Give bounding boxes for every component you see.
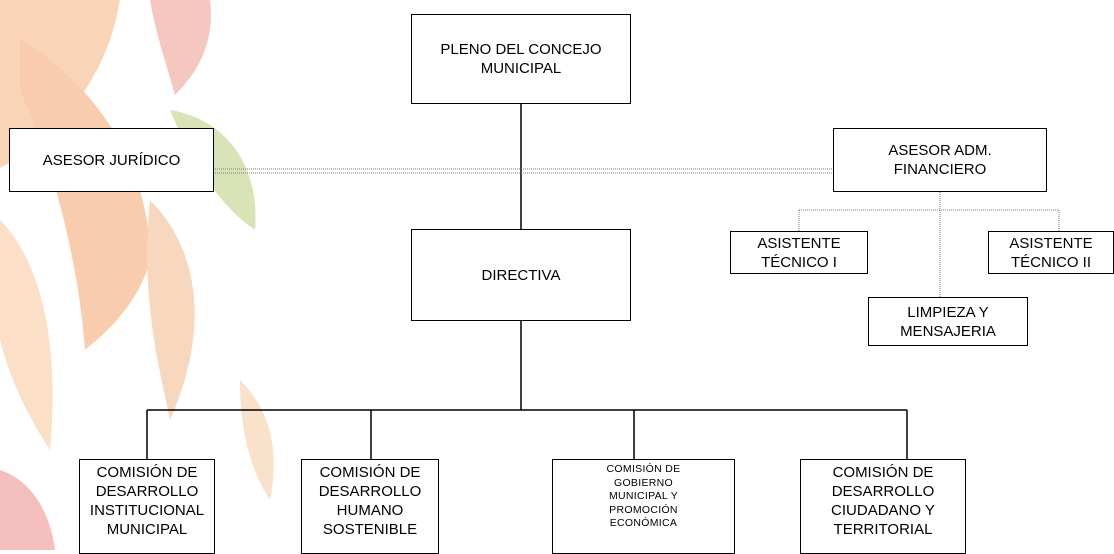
- asistente-tecnico-2-label: ASISTENTE TÉCNICO II: [1009, 234, 1093, 271]
- directiva-label: DIRECTIVA: [481, 266, 561, 284]
- comision-box-4: COMISIÓN DE DESARROLLO CIUDADANO Y TERRI…: [800, 459, 966, 554]
- asesor-financiero-box: ASESOR ADM. FINANCIERO: [833, 128, 1047, 192]
- comision-label-3: COMISIÓN DE GOBIERNO MUNICIPAL Y PROMOCI…: [606, 463, 681, 529]
- comision-label-1: COMISIÓN DE DESARROLLO INSTITUCIONAL MUN…: [89, 464, 205, 538]
- asistente-tecnico-1-label: ASISTENTE TÉCNICO I: [757, 234, 841, 271]
- asesor-juridico-label: ASESOR JURÍDICO: [42, 151, 181, 169]
- directiva-box: DIRECTIVA: [411, 229, 631, 321]
- limpieza-mensajeria-label: LIMPIEZA Y MENSAJERIA: [900, 303, 996, 340]
- pleno-label: PLENO DEL CONCEJO MUNICIPAL: [440, 41, 602, 77]
- comision-label-4: COMISIÓN DE DESARROLLO CIUDADANO Y TERRI…: [831, 464, 935, 538]
- pleno-box: PLENO DEL CONCEJO MUNICIPAL: [411, 14, 631, 104]
- asesor-juridico-box: ASESOR JURÍDICO: [9, 128, 214, 192]
- asesor-financiero-label: ASESOR ADM. FINANCIERO: [888, 142, 992, 178]
- comision-box-3: COMISIÓN DE GOBIERNO MUNICIPAL Y PROMOCI…: [552, 459, 735, 554]
- limpieza-mensajeria-box: LIMPIEZA Y MENSAJERIA: [868, 297, 1028, 346]
- asistente-tecnico-2-box: ASISTENTE TÉCNICO II: [988, 231, 1114, 274]
- comision-label-2: COMISIÓN DE DESARROLLO HUMANO SOSTENIBLE: [318, 464, 422, 538]
- asistente-tecnico-1-box: ASISTENTE TÉCNICO I: [730, 231, 868, 274]
- comision-box-1: COMISIÓN DE DESARROLLO INSTITUCIONAL MUN…: [79, 459, 215, 554]
- comision-box-2: COMISIÓN DE DESARROLLO HUMANO SOSTENIBLE: [301, 459, 439, 554]
